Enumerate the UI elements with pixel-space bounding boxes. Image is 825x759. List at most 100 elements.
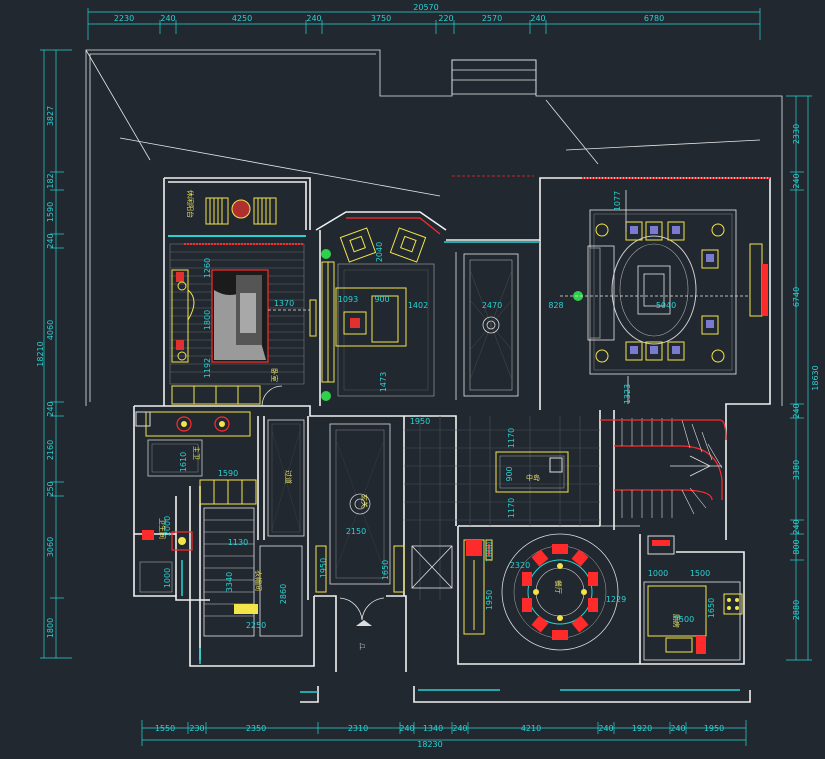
entry-mark: ⚐ (358, 643, 366, 653)
label-island: 中岛 (526, 473, 540, 482)
left-seg-6: 240 (46, 401, 55, 416)
label-kitchen: 厨房 (672, 614, 681, 628)
bottom-seg-5: 240 (399, 724, 414, 733)
left-seg-10: 1800 (46, 618, 55, 638)
right-seg-5: 3380 (792, 460, 801, 480)
master-bath: 主卫 (135, 411, 257, 505)
dim-1323: 1323 (623, 384, 632, 404)
bottom-seg-11: 240 (670, 724, 685, 733)
top-seg-5: 3750 (371, 14, 391, 23)
dim-1000b: 1000 (648, 569, 668, 578)
dim-1260: 1260 (203, 258, 212, 278)
left-seg-2: 182 (46, 173, 55, 188)
kitchen: 厨房 (643, 535, 743, 661)
label-cloakroom: 衣帽间 (254, 570, 263, 591)
living-room (560, 177, 770, 404)
right-seg-3: 6740 (792, 287, 801, 307)
dim-1192: 1192 (203, 358, 212, 378)
top-seg-9: 6780 (644, 14, 664, 23)
dim-1950b: 1950 (319, 558, 328, 578)
walls (85, 49, 783, 703)
top-dimension-labels: 20570 2230 240 4250 240 3750 220 2570 24… (114, 3, 664, 23)
bottom-seg-1: 1550 (155, 724, 175, 733)
dim-2860: 2860 (279, 584, 288, 604)
left-seg-3: 1590 (46, 202, 55, 222)
dim-900b: 900 (505, 466, 514, 481)
dim-2000: 2000 (163, 516, 172, 536)
dim-2470: 2470 (482, 301, 502, 310)
dim-1170a: 1170 (507, 428, 516, 448)
balcony: 休闲阳台 (168, 190, 306, 237)
label-dining: 餐厅 (554, 580, 563, 594)
bottom-seg-6: 1340 (423, 724, 443, 733)
left-seg-9: 3060 (46, 537, 55, 557)
corridor: 过道 (267, 419, 305, 537)
left-total: 18210 (36, 341, 45, 366)
island: 中岛 (495, 451, 569, 493)
bottom-seg-8: 4210 (521, 724, 541, 733)
glass-strips (199, 241, 740, 693)
dim-2250: 2250 (246, 621, 266, 630)
dim-1130: 1130 (228, 538, 248, 547)
right-total: 18630 (811, 365, 820, 390)
label-master-bath: 主卫 (192, 446, 201, 460)
dim-1000a: 1000 (163, 568, 172, 588)
dim-1000c: 1000 (485, 542, 494, 562)
dim-1077: 1077 (613, 191, 622, 211)
right-dimension-labels: 18630 2330 240 6740 240 3380 240 800 288… (792, 124, 820, 620)
top-seg-8: 240 (530, 14, 545, 23)
bath-2: 卫生间 (139, 518, 193, 596)
dim-1093: 1093 (338, 295, 358, 304)
dim-3340: 3340 (225, 572, 234, 592)
bottom-seg-3: 2350 (246, 724, 266, 733)
top-seg-3: 4250 (232, 14, 252, 23)
staircase (600, 418, 727, 518)
dim-1950c: 1950 (485, 590, 494, 610)
right-seg-4: 240 (792, 403, 801, 418)
dim-1229: 1229 (606, 595, 626, 604)
dim-2040: 2040 (375, 242, 384, 262)
label-bath-2: 卫生间 (158, 518, 167, 539)
hall-floor (404, 416, 600, 600)
bottom-seg-2: 230 (189, 724, 204, 733)
center-panel (455, 252, 519, 400)
dim-2500: 2500 (674, 615, 694, 624)
right-seg-8: 2880 (792, 600, 801, 620)
dim-1370: 1370 (274, 299, 294, 308)
top-seg-2: 240 (160, 14, 175, 23)
bottom-seg-7: 240 (452, 724, 467, 733)
top-seg-1: 2230 (114, 14, 134, 23)
dim-900: 900 (374, 295, 389, 304)
interior-dimensions: 1077 1260 1800 1192 1370 1093 900 2040 1… (163, 191, 716, 630)
bottom-total: 18230 (417, 740, 442, 749)
label-foyer: 玄关 (360, 494, 369, 508)
left-dimension-labels: 18210 3827 182 1590 240 4060 240 2160 25… (36, 106, 55, 638)
dim-1650b: 1650 (707, 598, 716, 618)
dimension-lines (40, 8, 812, 746)
top-seg-7: 2570 (482, 14, 502, 23)
dim-1473: 1473 (379, 372, 388, 392)
right-seg-7: 800 (792, 539, 801, 554)
dining-room: 餐厅 (463, 525, 640, 651)
bottom-seg-4: 2310 (348, 724, 368, 733)
dim-1402: 1402 (408, 301, 428, 310)
foyer: 玄关 ⚐ (315, 423, 453, 653)
right-seg-1: 2330 (792, 124, 801, 144)
dim-2320: 2320 (510, 561, 530, 570)
right-seg-2: 240 (792, 173, 801, 188)
left-seg-5: 4060 (46, 320, 55, 340)
dim-828: 828 (548, 301, 563, 310)
top-seg-4: 240 (306, 14, 321, 23)
label-balcony: 休闲阳台 (186, 190, 195, 218)
label-bedroom: 卧室 (270, 368, 279, 382)
tea-room (321, 217, 441, 401)
dim-1610: 1610 (179, 452, 188, 472)
dim-1950a: 1950 (410, 417, 430, 426)
bottom-dimension-labels: 18230 1550 230 2350 2310 240 1340 240 42… (155, 724, 724, 749)
dim-1170b: 1170 (507, 498, 516, 518)
left-seg-8: 250 (46, 481, 55, 496)
left-seg-4: 240 (46, 233, 55, 248)
bottom-seg-10: 1920 (632, 724, 652, 733)
dim-1590: 1590 (218, 469, 238, 478)
left-seg-7: 2160 (46, 440, 55, 460)
